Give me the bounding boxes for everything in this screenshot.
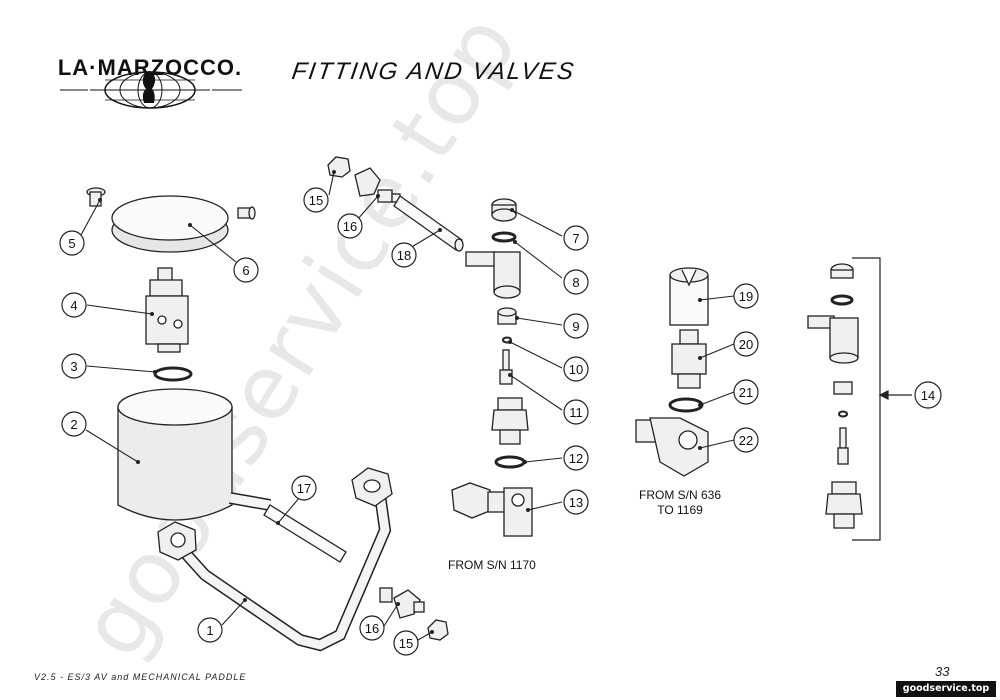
callout-10: 10 — [563, 356, 589, 382]
part-17-tube — [263, 504, 347, 563]
part-1-nut-right — [351, 467, 393, 507]
svg-text:7: 7 — [572, 231, 579, 246]
callout-12: 12 — [563, 445, 589, 471]
callout-16-lower: 16 — [359, 615, 385, 641]
svg-text:10: 10 — [569, 362, 583, 377]
footer-model: V2.5 - ES/3 AV and MECHANICAL PADDLE — [34, 672, 247, 682]
callout-11: 11 — [563, 399, 589, 425]
part-14-assembly — [807, 263, 863, 529]
svg-text:16: 16 — [365, 621, 379, 636]
callout-15-lower: 15 — [393, 630, 419, 656]
svg-text:1: 1 — [206, 623, 213, 638]
part-9-insert — [497, 307, 517, 325]
part-16-fitting-lower — [379, 587, 425, 619]
part-22-elbow — [635, 417, 709, 477]
svg-text:11: 11 — [569, 405, 583, 420]
part-8-washer — [491, 231, 517, 243]
part-13-elbow — [451, 482, 533, 537]
callout-13: 13 — [563, 489, 589, 515]
callout-7: 7 — [563, 225, 589, 251]
part-1-nut-left — [157, 521, 197, 561]
callout-6: 6 — [233, 257, 259, 283]
part-19-sleeve — [669, 267, 709, 326]
callout-8: 8 — [563, 269, 589, 295]
svg-text:22: 22 — [739, 433, 753, 448]
part-12-washer — [494, 455, 526, 469]
logo-text: LA·MARZOCCO. — [58, 55, 242, 80]
svg-text:9: 9 — [572, 319, 579, 334]
part-15-nut-upper — [327, 156, 351, 178]
svg-text:13: 13 — [569, 495, 583, 510]
callout-16-upper: 16 — [337, 213, 363, 239]
svg-text:8: 8 — [572, 275, 579, 290]
svg-text:16: 16 — [343, 219, 357, 234]
part-14-bracket — [852, 257, 912, 541]
page-number: 33 — [935, 664, 950, 679]
part-2-tank — [117, 388, 233, 521]
svg-text:21: 21 — [739, 385, 753, 400]
svg-text:18: 18 — [397, 248, 411, 263]
callout-15-upper: 15 — [303, 187, 329, 213]
svg-text:15: 15 — [309, 193, 323, 208]
part-1-pipe — [173, 492, 392, 652]
callouts: 5 6 4 3 2 1 17 15 16 18 7 8 9 10 11 12 1… — [59, 187, 942, 656]
part-6-screw — [237, 206, 256, 220]
callout-2: 2 — [61, 411, 87, 437]
part-8-body — [465, 251, 521, 299]
svg-text:20: 20 — [739, 337, 753, 352]
svg-text:19: 19 — [739, 289, 753, 304]
part-21-washer — [668, 397, 704, 413]
callout-14: 14 — [914, 381, 942, 409]
part-6-cap — [111, 195, 229, 253]
part-15-nut-lower — [427, 619, 449, 641]
callout-18: 18 — [391, 242, 417, 268]
note-from-sn-636-line1: FROM S/N 636 — [638, 488, 722, 502]
note-from-sn-636: FROM S/N 636 TO 1169 — [630, 488, 730, 518]
svg-text:14: 14 — [921, 388, 935, 403]
leader-dots — [98, 170, 702, 634]
part-12-fitting — [491, 397, 529, 445]
svg-text:5: 5 — [68, 236, 75, 251]
note-from-sn-636-line2: TO 1169 — [657, 503, 703, 517]
callout-17: 17 — [291, 475, 317, 501]
callout-21: 21 — [733, 379, 759, 405]
svg-text:15: 15 — [399, 636, 413, 651]
callout-19: 19 — [733, 283, 759, 309]
callout-9: 9 — [563, 313, 589, 339]
callout-22: 22 — [733, 427, 759, 453]
svg-text:12: 12 — [569, 451, 583, 466]
la-marzocco-logo: LA·MARZOCCO. — [58, 55, 242, 109]
callout-20: 20 — [733, 331, 759, 357]
svg-text:6: 6 — [242, 263, 249, 278]
svg-text:4: 4 — [70, 298, 77, 313]
part-5-screw — [86, 187, 106, 207]
svg-text:17: 17 — [297, 481, 311, 496]
part-3-gasket — [153, 366, 193, 382]
callout-4: 4 — [61, 292, 87, 318]
part-4-valve — [145, 267, 189, 353]
part-18-tube — [393, 195, 464, 252]
part-11-jet — [499, 349, 513, 385]
site-badge: goodservice.top — [896, 681, 996, 697]
callout-1: 1 — [197, 617, 223, 643]
svg-text:3: 3 — [70, 359, 77, 374]
callout-3: 3 — [61, 353, 87, 379]
leader-lines — [80, 171, 735, 641]
svg-text:2: 2 — [70, 417, 77, 432]
note-from-sn-1170: FROM S/N 1170 — [448, 558, 536, 572]
part-7-cap — [491, 198, 517, 222]
callout-5: 5 — [59, 230, 85, 256]
